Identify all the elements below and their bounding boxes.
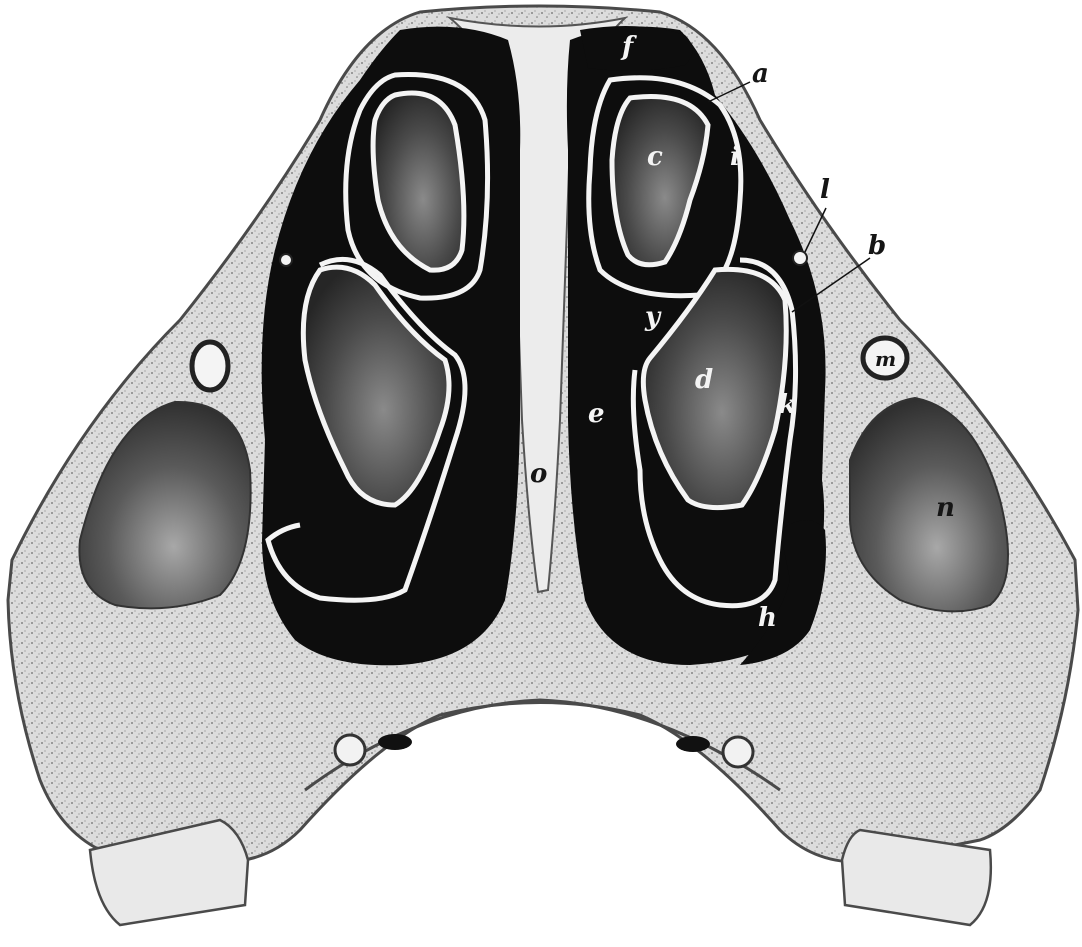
label-c: c <box>647 142 663 172</box>
label-i: i <box>730 142 740 172</box>
right-palatine-vessel <box>676 736 710 752</box>
label-n: n <box>936 493 955 523</box>
left-palatine-vessel <box>378 734 412 750</box>
label-b: b <box>868 231 886 261</box>
label-o: o <box>530 459 547 489</box>
label-e: e <box>588 399 605 429</box>
right-bone-block <box>842 830 991 925</box>
label-m: m <box>875 347 896 371</box>
label-h: h <box>758 603 777 633</box>
frontal-region-f <box>580 26 693 71</box>
label-y: y <box>644 302 662 332</box>
left-nasolacrimal-duct <box>192 342 228 390</box>
label-l: l <box>820 175 830 205</box>
label-a: a <box>752 59 769 89</box>
label-d: d <box>695 365 713 395</box>
label-k: k <box>778 390 796 420</box>
left-palatine-foramen <box>335 735 365 765</box>
right-palatine-foramen <box>723 737 753 767</box>
left-small-duct <box>280 254 292 266</box>
right-small-duct-l <box>793 251 807 265</box>
